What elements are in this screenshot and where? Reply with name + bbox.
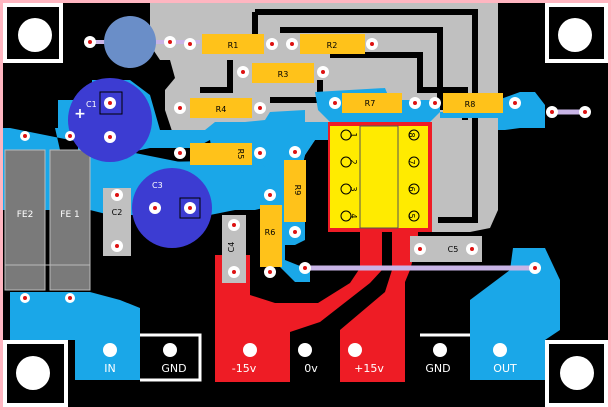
resistor-r9-label: R9 [293,185,302,196]
resistor-r6-body [260,205,282,267]
capacitor-c4-label: C4 [227,242,236,253]
mounting-hole-bottom-left [3,340,68,407]
connector-zero-label: 0v [304,362,318,375]
connector-minus15-label: -15v [232,362,257,375]
ic-pin-7: 7 [407,159,416,164]
connector-gnd-left-label: GND [161,362,186,375]
connector-in-label: IN [104,362,115,375]
ic-pin-1: 1 [349,132,358,137]
red-copper-minus15 [215,228,382,382]
ic-pin-6: 6 [407,186,416,191]
resistor-r7-body [342,93,402,113]
resistor-r4-body [190,98,252,118]
capacitor-c1-label: C1 [86,100,97,109]
gray-trace-channel [200,60,233,93]
capacitor-c1-pad [99,91,123,115]
ferrite-fe2-label: FE2 [17,210,34,220]
connector-plus15-label: +15v [354,362,384,375]
ic-pin-3: 3 [349,186,358,191]
resistor-r2-body [300,34,365,54]
resistor-r5-label: R5 [236,149,245,160]
capacitor-c3-body [132,168,212,248]
resistor-r4-label: R4 [216,105,227,114]
connector-pads [103,343,507,357]
ferrite-fe2-body [4,149,46,291]
resistor-r6-label: R6 [265,228,276,237]
component-top-left-round [104,16,156,68]
mounting-hole-top-right [545,3,608,63]
gray-trace-channel [280,27,443,110]
capacitor-c3-label: C3 [152,181,163,190]
ic-pin-2: 2 [349,159,358,164]
silkscreen-outline [140,333,202,382]
ferrite-fe1-body [49,149,91,291]
resistor-r1-label: R1 [228,41,239,50]
capacitor-c1-polarity: + [74,106,86,122]
capacitor-c2-label: C2 [112,208,123,217]
ic-pin-markers [340,129,420,222]
capacitor-c1-body [68,78,152,162]
capacitor-c5-label: C5 [448,245,459,254]
resistor-r8-body [443,93,503,113]
connector-out-label: OUT [493,362,517,375]
ic-u1-body [359,125,399,229]
resistor-r3-label: R3 [278,70,289,79]
connector-gnd-right-label: GND [425,362,450,375]
ic-pin-4: 4 [349,213,358,218]
resistor-r2-label: R2 [327,41,338,50]
mounting-hole-bottom-right [545,340,608,407]
resistor-r5-body [190,143,252,165]
capacitor-c3-pad [179,197,201,219]
resistor-r7-label: R7 [365,99,376,108]
ic-pin-8: 8 [407,132,416,137]
ferrite-fe1-label: FE 1 [60,210,79,220]
resistor-r1-body [202,34,264,54]
ic-pin-5: 5 [407,213,416,218]
mounting-hole-top-left [3,3,63,63]
resistor-r3-body [252,63,314,83]
solder-pads [20,36,591,303]
resistor-r8-label: R8 [465,100,476,109]
blue-copper-output [470,248,560,380]
resistor-r9-body [284,160,306,222]
blue-copper-in [10,292,140,380]
